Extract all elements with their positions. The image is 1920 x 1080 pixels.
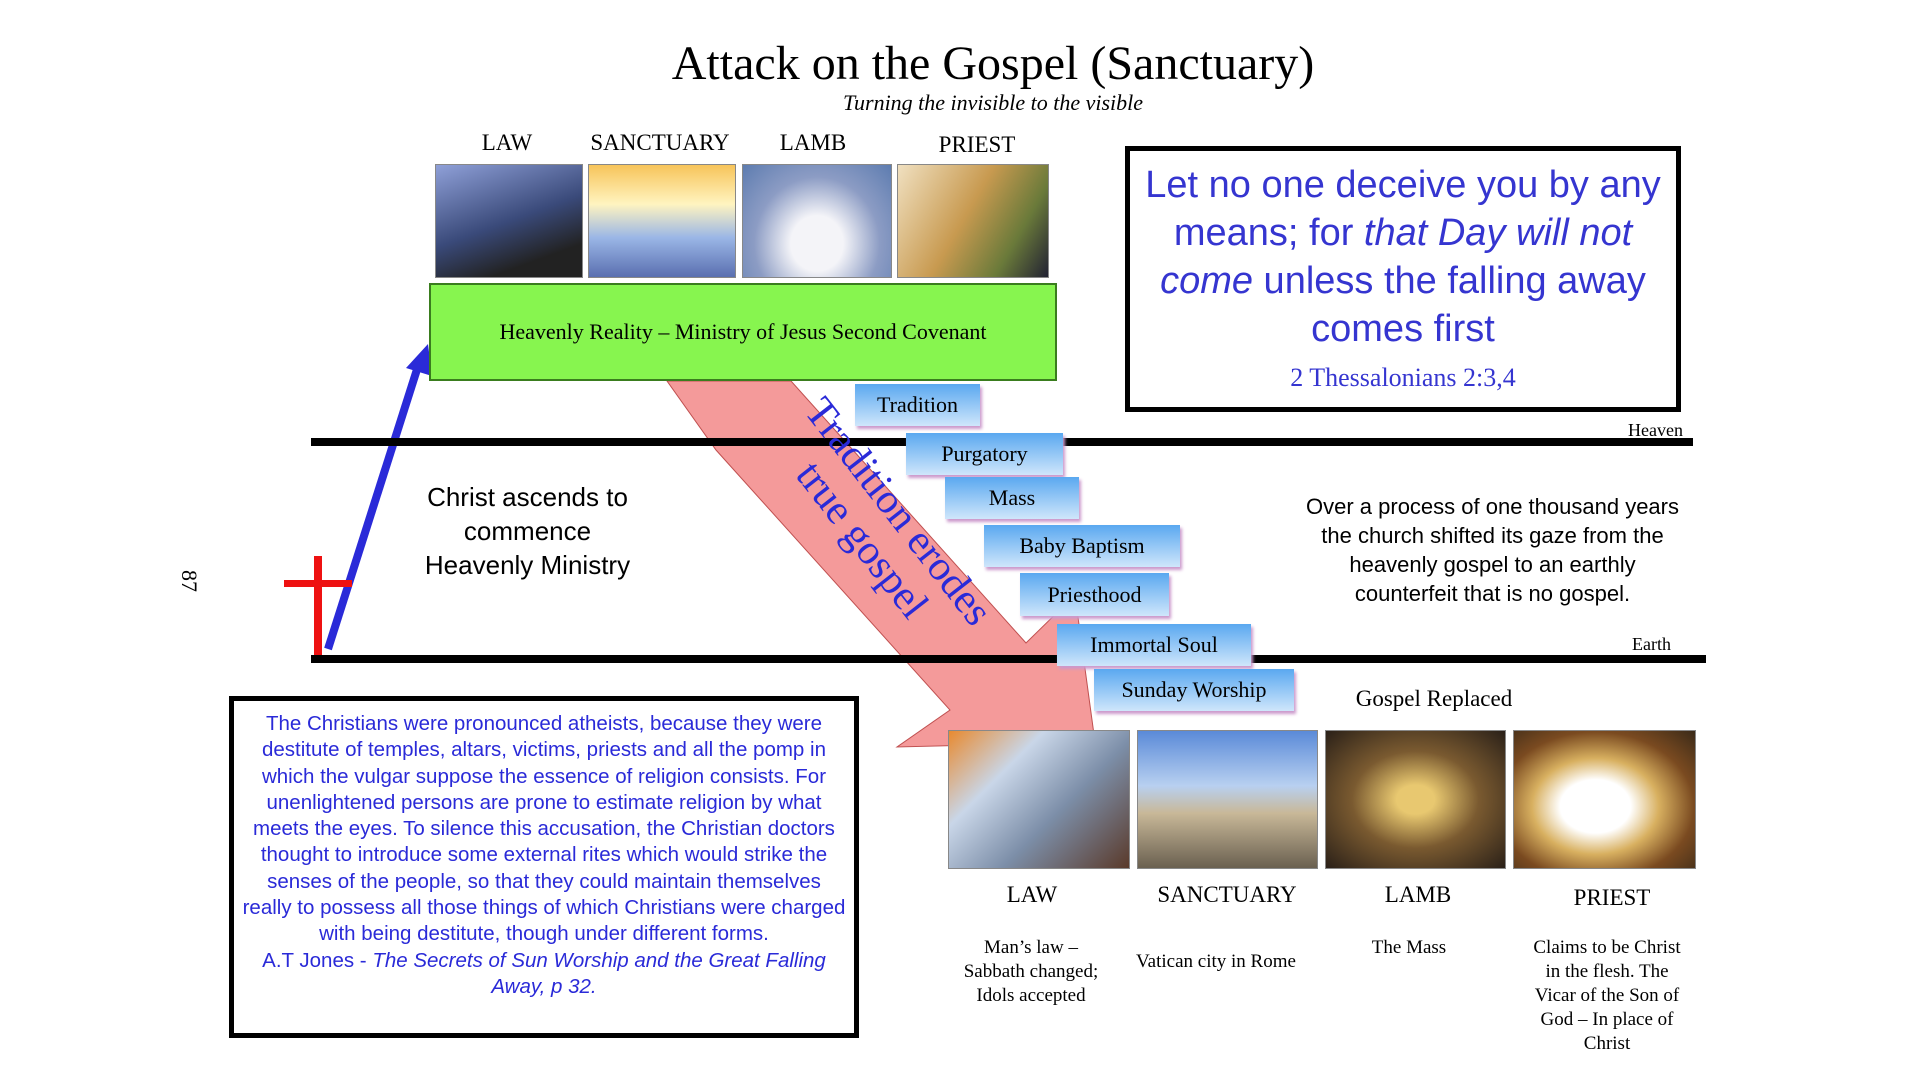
- gospel-replaced-label: Gospel Replaced: [1355, 686, 1513, 711]
- earth-line: [311, 655, 1706, 663]
- cross-vertical: [314, 556, 322, 656]
- page-subtitle: Turning the invisible to the visible: [842, 90, 1144, 115]
- earth-label: Earth: [1632, 634, 1671, 654]
- ascension-text: Christ ascends to commence Heavenly Mini…: [424, 482, 631, 580]
- scripture-italic: that Day will not come: [1160, 212, 1633, 302]
- tag-purgatory: Purgatory: [906, 433, 1063, 475]
- bottom-desc-priest: Claims to be Christ in the flesh. The Vi…: [1533, 937, 1681, 1054]
- bottom-label-lamb: LAMB: [1384, 882, 1452, 907]
- scripture-reference: 2 Thessalonians 2:3,4: [1290, 363, 1516, 392]
- mans-law-image: [948, 730, 1130, 869]
- top-label-law: LAW: [481, 130, 533, 155]
- scripture-part-2: unless the falling away comes first: [1253, 260, 1646, 350]
- tag-immortal-soul: Immortal Soul: [1057, 624, 1251, 666]
- tag-priesthood: Priesthood: [1020, 573, 1169, 616]
- process-text: Over a process of one thousand years the…: [1306, 494, 1679, 606]
- mass-altar-image: [1325, 730, 1506, 869]
- heavenly-sanctuary-image: [588, 164, 736, 278]
- tag-sunday-worship: Sunday Worship: [1094, 669, 1294, 711]
- pope-image: [1513, 730, 1696, 869]
- tag-baby-baptism: Baby Baptism: [984, 525, 1180, 567]
- bottom-label-sanctuary: SANCTUARY: [1157, 882, 1297, 907]
- jesus-lamb-image: [742, 164, 892, 278]
- citation-box: The Christians were pronounced atheists,…: [229, 696, 859, 1038]
- high-priest-image: [897, 164, 1049, 278]
- bottom-desc-lamb: The Mass: [1371, 937, 1447, 958]
- bottom-desc-sanctuary: Vatican city in Rome: [1136, 951, 1296, 972]
- ascension-arrow: [324, 358, 424, 651]
- heaven-label: Heaven: [1628, 420, 1683, 440]
- top-label-sanctuary: SANCTUARY: [590, 130, 730, 155]
- top-label-priest: PRIEST: [938, 132, 1016, 157]
- ascension-arrowhead: [406, 344, 432, 376]
- citation-body: The Christians were pronounced atheists,…: [242, 712, 846, 946]
- page-title: Attack on the Gospel (Sanctuary): [671, 37, 1315, 90]
- citation-work: The Secrets of Sun Worship and the Great…: [372, 948, 826, 998]
- page-number: 87: [177, 570, 202, 592]
- bottom-desc-law: Man’s law – Sabbath changed; Idols accep…: [963, 937, 1099, 1006]
- tag-mass: Mass: [945, 477, 1079, 519]
- law-tablets-image: [435, 164, 583, 278]
- cross-horizontal: [284, 580, 352, 587]
- top-label-lamb: LAMB: [779, 130, 847, 155]
- scripture-part-1: Let no one deceive you by any means; for: [1145, 164, 1661, 254]
- bottom-label-law: LAW: [1006, 882, 1058, 907]
- scripture-quote: Let no one deceive you by any means; for…: [1130, 161, 1676, 353]
- citation-author: A.T Jones -: [262, 948, 373, 972]
- scripture-box: Let no one deceive you by any means; for…: [1125, 146, 1681, 412]
- vatican-image: [1137, 730, 1318, 869]
- tag-tradition: Tradition: [855, 384, 980, 426]
- bottom-label-priest: PRIEST: [1573, 885, 1651, 910]
- heavenly-reality-box: Heavenly Reality – Ministry of Jesus Sec…: [429, 283, 1057, 381]
- citation-source: A.T Jones - The Secrets of Sun Worship a…: [240, 948, 848, 1001]
